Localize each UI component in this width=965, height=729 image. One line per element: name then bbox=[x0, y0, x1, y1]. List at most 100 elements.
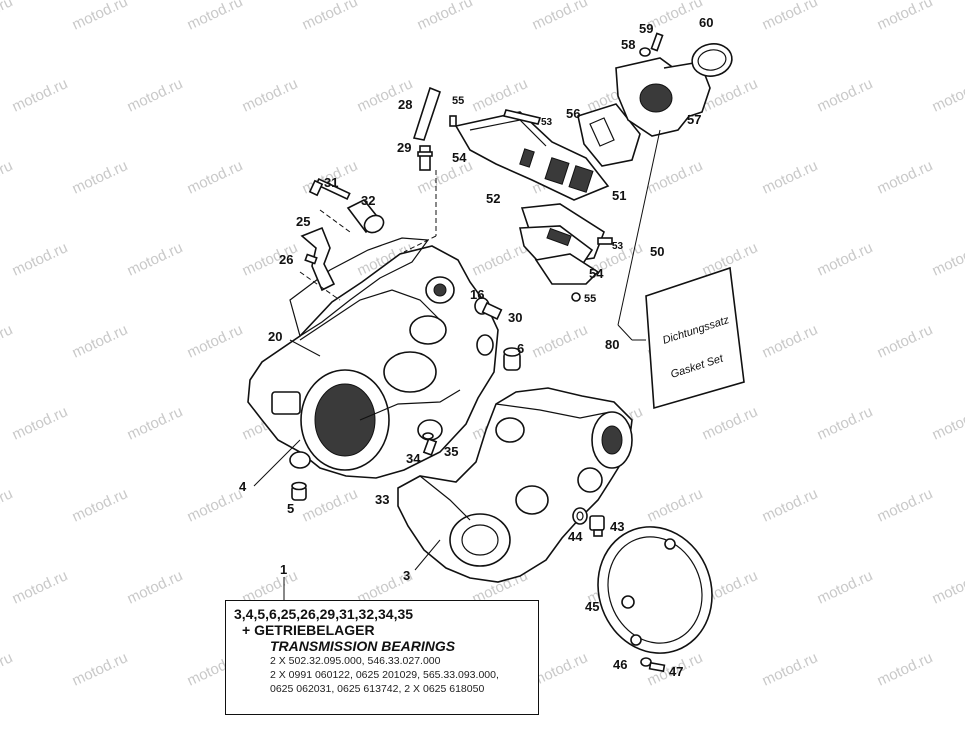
callout-16: 16 bbox=[470, 287, 484, 302]
watermark-text: motod.ru bbox=[70, 485, 131, 525]
callout-4: 4 bbox=[239, 479, 247, 494]
watermark-text: motod.ru bbox=[10, 567, 71, 607]
plug-30 bbox=[481, 302, 503, 320]
watermark-text: motod.ru bbox=[930, 567, 965, 607]
callout-33: 33 bbox=[375, 492, 389, 507]
watermark-text: motod.ru bbox=[875, 0, 936, 34]
watermark-text: motod.ru bbox=[815, 567, 876, 607]
watermark-text: motod.ru bbox=[645, 157, 706, 197]
bushing-5 bbox=[291, 481, 307, 501]
callout-32: 32 bbox=[361, 193, 375, 208]
watermark-text: motod.ru bbox=[700, 403, 761, 443]
watermark-text: motod.ru bbox=[300, 0, 361, 34]
callout-57: 57 bbox=[687, 112, 701, 127]
watermark-text: motod.ru bbox=[10, 403, 71, 443]
screw-34 bbox=[422, 438, 438, 456]
screw-55-bottom bbox=[571, 292, 581, 302]
callout-labels: 1 3 4 5 6 16 20 25 26 28 29 30 31 32 33 … bbox=[239, 15, 713, 679]
leader-lines bbox=[253, 129, 661, 600]
watermark-text: motod.ru bbox=[645, 485, 706, 525]
watermark-text: motod.ru bbox=[700, 75, 761, 115]
watermark-text: motod.ru bbox=[10, 239, 71, 279]
watermark-text: motod.ru bbox=[0, 0, 15, 34]
callout-53-bottom: 53 bbox=[612, 241, 624, 252]
callout-20: 20 bbox=[268, 329, 282, 344]
watermark-text: motod.ru bbox=[185, 485, 246, 525]
watermark-text: motod.ru bbox=[0, 321, 15, 361]
sleeve-32 bbox=[346, 198, 385, 234]
watermark-text: motod.ru bbox=[240, 75, 301, 115]
callout-53-top: 53 bbox=[541, 117, 553, 128]
callout-46: 46 bbox=[613, 657, 627, 672]
watermark-text: motod.ru bbox=[300, 485, 361, 525]
callout-59: 59 bbox=[639, 21, 653, 36]
watermark-text: motod.ru bbox=[70, 321, 131, 361]
callout-6: 6 bbox=[517, 341, 524, 356]
callout-55-bottom: 55 bbox=[584, 293, 596, 305]
parts-box-line1: 3,4,5,6,25,26,29,31,32,34,35 bbox=[234, 606, 414, 622]
parts-box-line3: TRANSMISSION BEARINGS bbox=[270, 638, 456, 654]
watermark-text: motod.ru bbox=[875, 485, 936, 525]
watermark-text: motod.ru bbox=[875, 649, 936, 689]
watermark-text: motod.ru bbox=[760, 485, 821, 525]
watermark-text: motod.ru bbox=[70, 0, 131, 34]
watermark-text: motod.ru bbox=[0, 649, 15, 689]
callout-56: 56 bbox=[566, 106, 580, 121]
callout-52: 52 bbox=[486, 191, 500, 206]
callout-44: 44 bbox=[568, 529, 583, 544]
reed-valve-assembly bbox=[454, 43, 733, 285]
watermark-text: motod.ru bbox=[470, 75, 531, 115]
callout-58: 58 bbox=[621, 37, 635, 52]
watermark-text: motod.ru bbox=[530, 0, 591, 34]
parts-box-line2: + GETRIEBELAGER bbox=[242, 622, 375, 638]
watermark-text: motod.ru bbox=[0, 157, 15, 197]
left-crankcase-half bbox=[247, 245, 499, 479]
watermark-text: motod.ru bbox=[530, 321, 591, 361]
parts-box-detail1: 2 X 502.32.095.000, 546.33.027.000 bbox=[270, 655, 441, 667]
callout-35: 35 bbox=[444, 444, 458, 459]
callout-50: 50 bbox=[650, 244, 664, 259]
watermark-text: motod.ru bbox=[760, 321, 821, 361]
callout-29: 29 bbox=[397, 140, 411, 155]
watermark-text: motod.ru bbox=[70, 157, 131, 197]
watermark-text: motod.ru bbox=[185, 0, 246, 34]
bolt-31 bbox=[308, 178, 351, 200]
watermark-text: motod.ru bbox=[470, 239, 531, 279]
watermark-text: motod.ru bbox=[930, 239, 965, 279]
screw-47 bbox=[648, 661, 666, 673]
watermark-text: motod.ru bbox=[415, 0, 476, 34]
watermark-text: motod.ru bbox=[185, 321, 246, 361]
seal-44 bbox=[572, 507, 588, 525]
callout-30: 30 bbox=[508, 310, 522, 325]
callout-47: 47 bbox=[669, 664, 683, 679]
screw-26 bbox=[304, 253, 318, 265]
hose-fitting bbox=[417, 145, 433, 171]
callout-45: 45 bbox=[585, 599, 599, 614]
watermark-text: motod.ru bbox=[10, 75, 71, 115]
screw-59 bbox=[650, 32, 664, 52]
watermark-text: motod.ru bbox=[930, 75, 965, 115]
watermark-text: motod.ru bbox=[645, 0, 706, 34]
parts-info-box: 3,4,5,6,25,26,29,31,32,34,35 + GETRIEBEL… bbox=[225, 600, 539, 715]
screw-53-top bbox=[502, 109, 542, 125]
ignition-cover bbox=[597, 526, 713, 654]
callout-26: 26 bbox=[279, 252, 293, 267]
washer-46 bbox=[640, 657, 652, 667]
washer-35 bbox=[422, 432, 434, 440]
watermark-text: motod.ru bbox=[70, 649, 131, 689]
screw-55-top bbox=[449, 115, 457, 127]
bushing-6 bbox=[503, 347, 521, 371]
callout-54-top: 54 bbox=[452, 150, 467, 165]
watermark-text: motod.ru bbox=[125, 75, 186, 115]
watermark-text: motod.ru bbox=[930, 403, 965, 443]
watermark-text: motod.ru bbox=[760, 649, 821, 689]
watermark-text: motod.ru bbox=[875, 157, 936, 197]
lever-25 bbox=[300, 226, 336, 292]
vent-hose bbox=[412, 86, 441, 141]
watermark-text: motod.ru bbox=[815, 239, 876, 279]
callout-60: 60 bbox=[699, 15, 713, 30]
watermark-text: motod.ru bbox=[125, 567, 186, 607]
callout-55-top: 55 bbox=[452, 95, 464, 107]
